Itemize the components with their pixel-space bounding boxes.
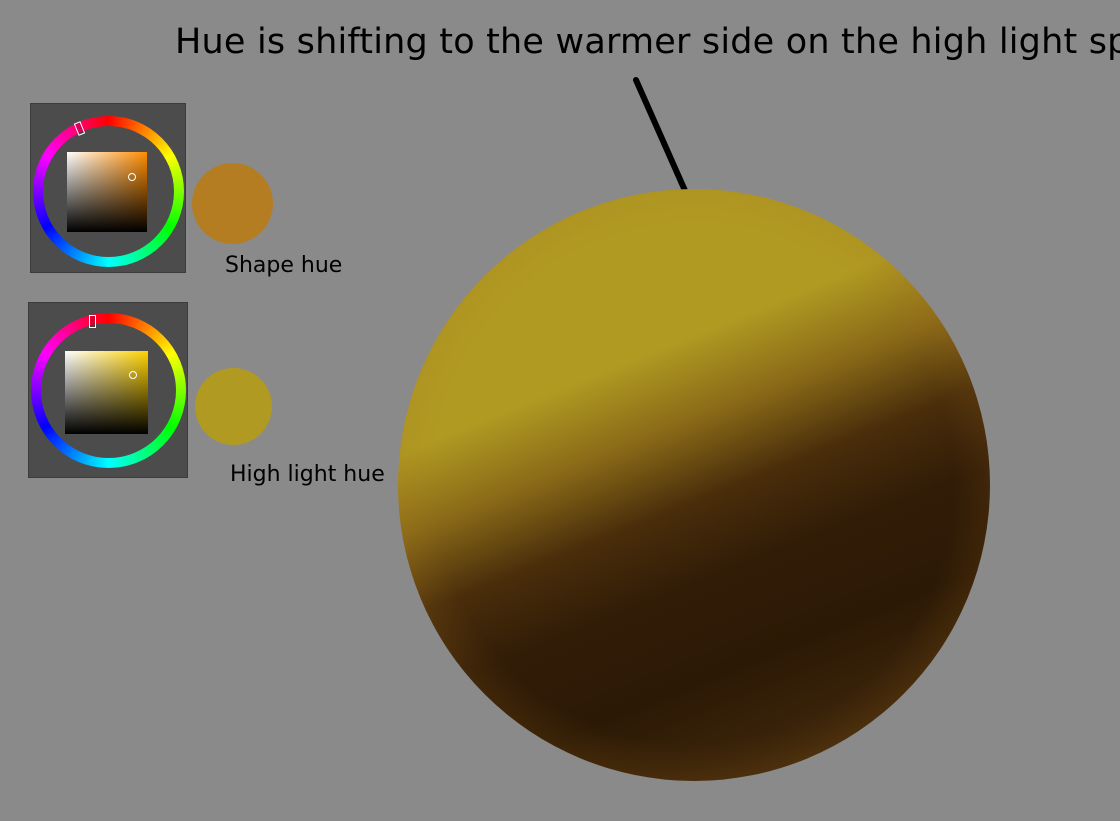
saturation-value-square[interactable] [67,152,147,232]
color-picker-highlight[interactable] [28,302,188,478]
color-picker-shape[interactable] [30,103,186,273]
hue-marker[interactable] [89,315,96,328]
shape-hue-swatch [192,163,273,244]
highlight-hue-swatch [195,368,272,445]
shaded-sphere [398,189,990,781]
saturation-value-square[interactable] [65,351,148,434]
highlight-hue-label: High light hue [230,462,385,487]
sv-marker[interactable] [128,173,136,181]
sv-marker[interactable] [129,371,137,379]
annotation-heading: Hue is shifting to the warmer side on th… [175,22,1120,62]
shape-hue-label: Shape hue [225,253,343,278]
